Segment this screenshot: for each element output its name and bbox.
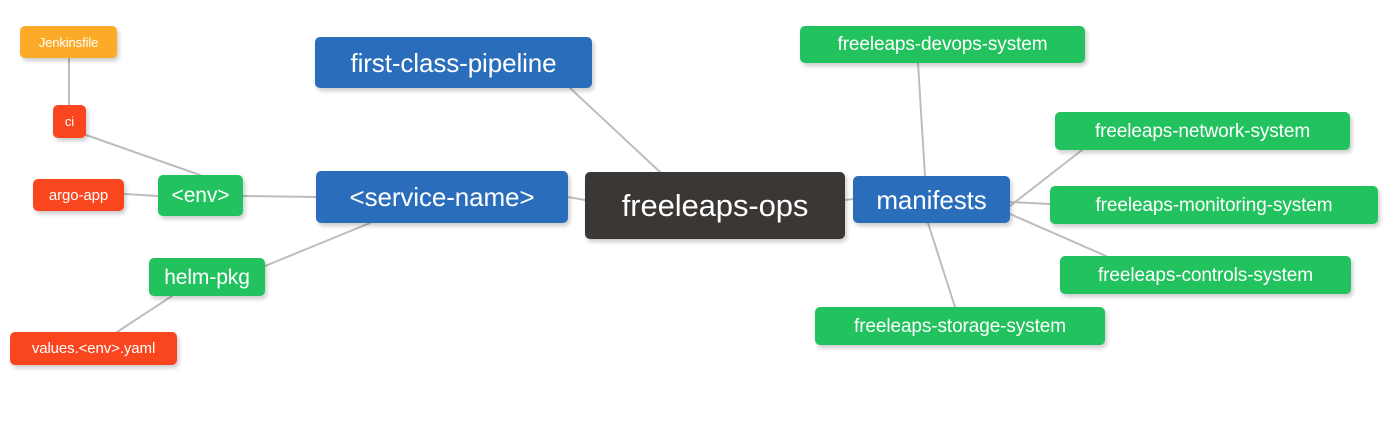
node-label-freeleaps-ops: freeleaps-ops bbox=[621, 188, 809, 223]
edge-manifests-to-freeleaps-devops-system bbox=[917, 62, 926, 177]
node-label-freeleaps-devops-system: freeleaps-devops-system bbox=[837, 34, 1048, 55]
node-label-ci: ci bbox=[64, 114, 75, 129]
edge-freeleaps-ops-to-first-class-pipeline bbox=[569, 87, 661, 173]
node-label-argo-app: argo-app bbox=[48, 186, 109, 204]
node-label-jenkinsfile: Jenkinsfile bbox=[38, 34, 99, 50]
node-freeleaps-ops[interactable]: freeleaps-ops bbox=[585, 172, 845, 239]
edge-service-name-to-env bbox=[242, 195, 317, 198]
node-label-manifests: manifests bbox=[876, 184, 987, 215]
node-label-first-class-pipeline: first-class-pipeline bbox=[350, 47, 557, 78]
edge-env-to-argo-app bbox=[123, 193, 159, 197]
node-label-freeleaps-controls-system: freeleaps-controls-system bbox=[1097, 264, 1314, 286]
node-freeleaps-monitoring-system[interactable]: freeleaps-monitoring-system bbox=[1050, 186, 1378, 224]
node-values-env-yaml[interactable]: values.<env>.yaml bbox=[10, 332, 177, 365]
node-first-class-pipeline[interactable]: first-class-pipeline bbox=[315, 37, 592, 88]
node-argo-app[interactable]: argo-app bbox=[33, 179, 124, 211]
node-label-freeleaps-storage-system: freeleaps-storage-system bbox=[854, 315, 1066, 337]
node-freeleaps-storage-system[interactable]: freeleaps-storage-system bbox=[815, 307, 1105, 345]
node-env[interactable]: <env> bbox=[158, 175, 243, 216]
node-helm-pkg[interactable]: helm-pkg bbox=[149, 258, 265, 296]
node-freeleaps-devops-system[interactable]: freeleaps-devops-system bbox=[800, 26, 1085, 63]
edge-env-to-ci bbox=[85, 134, 201, 176]
edge-manifests-to-freeleaps-monitoring-system bbox=[1009, 201, 1051, 205]
node-service-name[interactable]: <service-name> bbox=[316, 171, 568, 223]
edge-manifests-to-freeleaps-storage-system bbox=[927, 222, 956, 308]
node-label-env: <env> bbox=[171, 184, 230, 207]
node-label-service-name: <service-name> bbox=[349, 182, 535, 212]
node-label-values-env-yaml: values.<env>.yaml bbox=[31, 340, 156, 357]
edge-freeleaps-ops-to-service-name bbox=[567, 196, 586, 201]
node-freeleaps-controls-system[interactable]: freeleaps-controls-system bbox=[1060, 256, 1351, 294]
node-ci[interactable]: ci bbox=[53, 105, 86, 138]
node-label-freeleaps-network-system: freeleaps-network-system bbox=[1094, 120, 1311, 142]
node-jenkinsfile[interactable]: Jenkinsfile bbox=[20, 26, 117, 58]
edge-service-name-to-helm-pkg bbox=[264, 222, 371, 267]
node-manifests[interactable]: manifests bbox=[853, 176, 1010, 223]
node-freeleaps-network-system[interactable]: freeleaps-network-system bbox=[1055, 112, 1350, 150]
edge-helm-pkg-to-values-env-yaml bbox=[116, 295, 173, 333]
edge-freeleaps-ops-to-manifests bbox=[844, 198, 854, 201]
node-label-helm-pkg: helm-pkg bbox=[164, 265, 250, 289]
node-label-freeleaps-monitoring-system: freeleaps-monitoring-system bbox=[1095, 194, 1333, 216]
